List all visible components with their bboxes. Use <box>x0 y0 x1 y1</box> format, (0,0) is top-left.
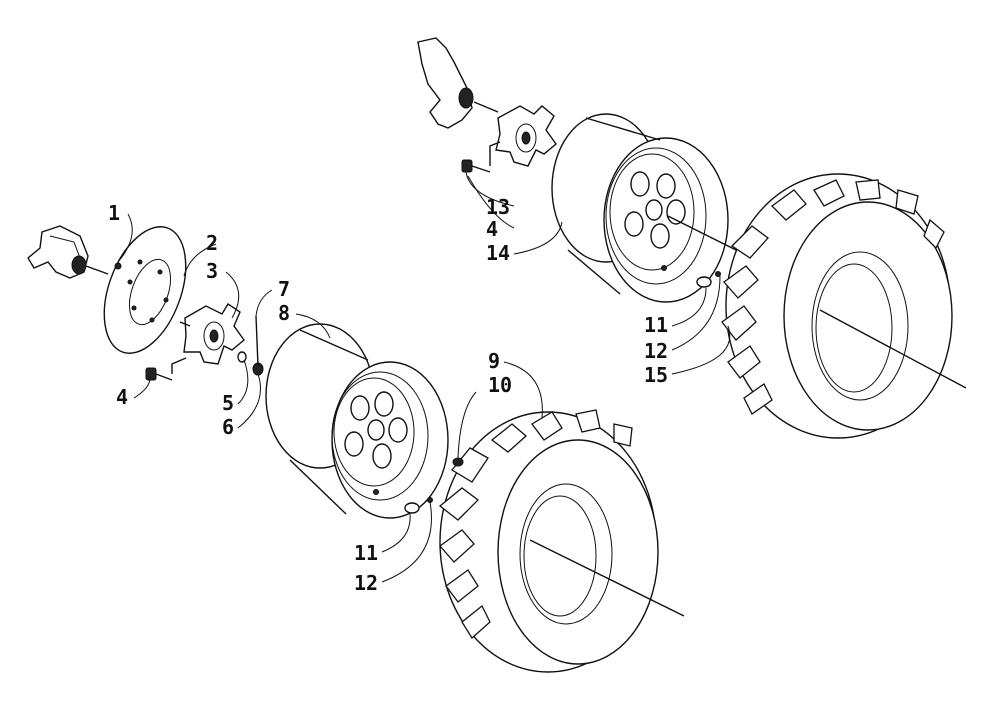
callout-4a: 4 <box>116 385 128 409</box>
hardware-left <box>114 262 264 381</box>
knuckle-right <box>417 37 499 129</box>
knuckle-left <box>27 225 109 279</box>
hub-right <box>495 105 557 167</box>
callout-2: 2 <box>206 231 218 255</box>
leader-lines <box>117 171 731 583</box>
callout-14: 14 <box>486 241 510 265</box>
callout-4b: 4 <box>486 217 498 241</box>
brake-disc <box>103 226 187 354</box>
callout-12b: 12 <box>644 339 668 363</box>
callout-8: 8 <box>278 301 290 325</box>
callout-15: 15 <box>644 363 668 387</box>
hub-left <box>179 303 245 365</box>
callout-12a: 12 <box>354 571 378 595</box>
callout-10: 10 <box>488 373 512 397</box>
callout-7: 7 <box>278 277 290 301</box>
valve-right <box>696 271 721 288</box>
tire-right <box>721 173 967 439</box>
callout-1: 1 <box>108 201 120 225</box>
rim-left <box>265 323 449 519</box>
callout-13: 13 <box>486 195 510 219</box>
callout-9: 9 <box>488 349 500 373</box>
tire-left <box>438 409 685 673</box>
callout-11a: 11 <box>354 541 378 565</box>
callout-11b: 11 <box>644 313 668 337</box>
rim-right <box>551 113 741 303</box>
callouts: 1 2 3 4 5 6 7 8 9 10 11 12 13 4 14 11 12… <box>108 195 668 595</box>
callout-6: 6 <box>222 415 234 439</box>
callout-5: 5 <box>222 391 234 415</box>
callout-3: 3 <box>206 259 218 283</box>
hardware-right <box>461 141 501 173</box>
